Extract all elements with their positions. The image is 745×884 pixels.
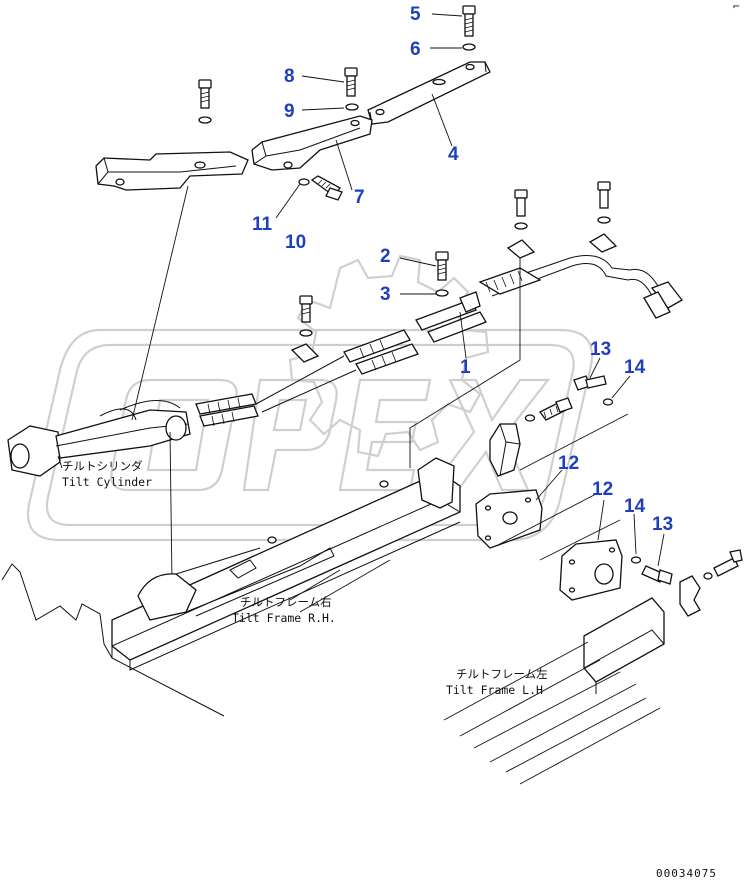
washer-center-left	[299, 329, 313, 337]
bolt-13-a-lower	[539, 397, 573, 421]
boom-structure	[1, 563, 225, 717]
bolt-10	[310, 175, 343, 201]
tilt-frame-lh	[583, 597, 665, 694]
label-tilt-frame-lh-en: Tilt Frame L.H	[446, 683, 543, 697]
clip-center-left	[290, 343, 320, 363]
washer-right-1	[514, 222, 528, 230]
bolt-right-2	[597, 181, 611, 209]
bolt-13-b	[641, 565, 673, 585]
callout-11: 11	[252, 214, 273, 235]
bolt-top-left	[198, 79, 212, 109]
construction-lines	[289, 413, 661, 785]
clip-right-1	[506, 239, 536, 259]
washer-right-2	[597, 216, 611, 224]
bolt-5	[462, 5, 476, 37]
callout-3: 3	[380, 284, 391, 305]
callout-14-upper: 14	[624, 357, 646, 378]
plate-4	[367, 61, 491, 125]
callout-8: 8	[284, 66, 295, 87]
leader-cylinder-frame	[169, 431, 173, 583]
bracket-7	[251, 115, 373, 171]
part-labels: チルトシリンダ Tilt Cylinder チルトフレーム右 Tilt Fram…	[57, 455, 548, 697]
callout-13-upper: 13	[590, 339, 611, 360]
label-tilt-frame-rh-jp: チルトフレーム右	[240, 595, 332, 609]
callout-12-upper: 12	[558, 453, 579, 474]
label-tilt-frame-rh-en: Tilt Frame R.H.	[232, 611, 336, 625]
washer-top-left	[198, 116, 212, 124]
washer-14-a	[602, 398, 614, 406]
bolt-center-left	[299, 295, 313, 323]
bolt-far-right	[703, 549, 743, 580]
bolt-right-1	[514, 189, 528, 217]
clip-right-2	[588, 233, 618, 253]
label-tilt-cylinder-en: Tilt Cylinder	[62, 475, 152, 489]
callout-4: 4	[448, 144, 459, 165]
corner-mark: ⌐	[733, 0, 741, 13]
pin-cap	[679, 575, 701, 617]
washer-3	[435, 289, 449, 297]
label-tilt-frame-lh-jp: チルトフレーム左	[456, 667, 548, 681]
callout-6: 6	[410, 39, 421, 60]
callout-leaders	[275, 13, 665, 567]
bolt-13-a	[573, 375, 607, 391]
washer-mid	[524, 414, 536, 422]
pin-housing-12-b	[559, 539, 623, 601]
callout-9: 9	[284, 101, 295, 122]
tilt-frame-rh	[111, 457, 461, 671]
bolt-2	[435, 251, 449, 281]
hydraulic-hose-set	[195, 255, 683, 427]
washer-11	[298, 178, 310, 186]
callout-5: 5	[410, 4, 421, 25]
callout-numbers: 5 6 8 9 4 7 11 10 2 3 1 13 14 12 12 14 1…	[252, 4, 673, 535]
callout-13-lower: 13	[652, 514, 673, 535]
washer-9	[345, 103, 359, 111]
callout-2: 2	[380, 246, 391, 267]
cylinder-bracket	[95, 151, 249, 191]
leader-clip-frame	[409, 258, 521, 468]
leader-bracket-cylinder	[131, 185, 189, 421]
callout-1: 1	[460, 357, 471, 378]
pin-housing-12-a	[475, 423, 543, 549]
label-tilt-cylinder-jp: チルトシリンダ	[62, 459, 143, 473]
washer-14-b	[630, 556, 642, 564]
callout-14-lower: 14	[624, 496, 646, 517]
callout-12-lower: 12	[592, 479, 613, 500]
callout-10: 10	[285, 232, 306, 253]
washer-6	[462, 43, 476, 51]
callout-7: 7	[354, 187, 365, 208]
document-number: 00034075	[656, 867, 717, 880]
bolt-8	[344, 67, 358, 97]
